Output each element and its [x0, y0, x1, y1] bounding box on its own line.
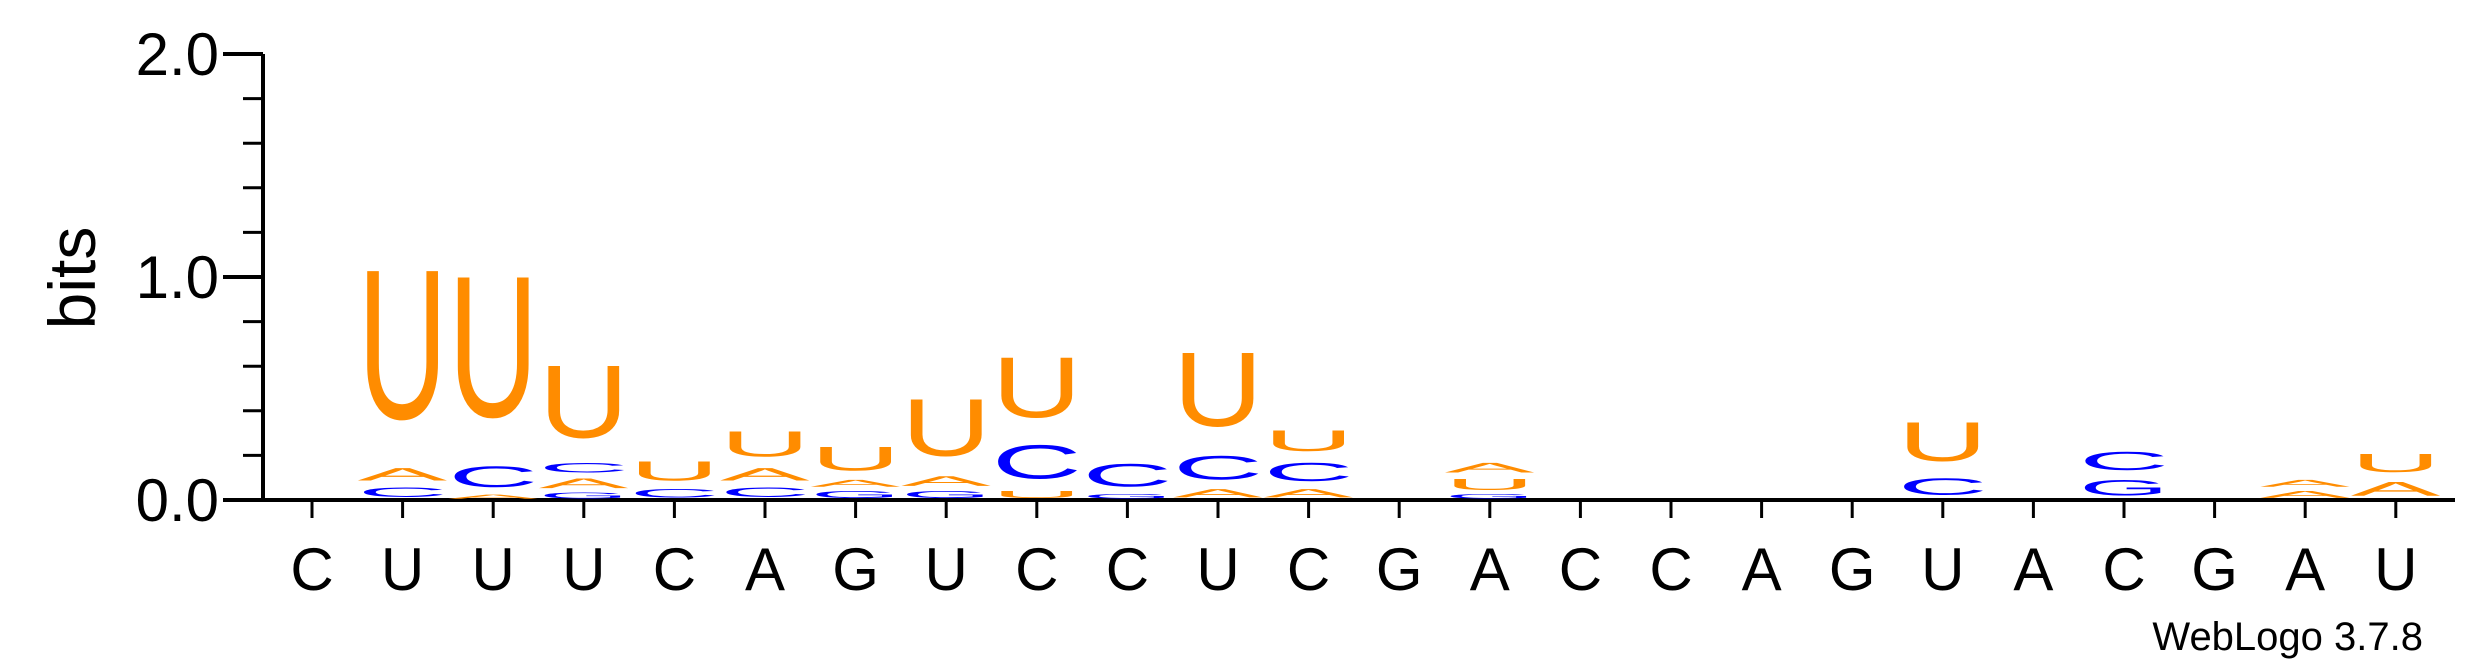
logo-letter-u: U: [720, 424, 810, 464]
logo-letter-g: G: [2079, 475, 2169, 500]
logo-letter-c: C: [1264, 458, 1354, 487]
position-label: U: [2374, 536, 2417, 603]
logo-letter-a: A: [720, 464, 810, 484]
logo-letter-a: A: [811, 478, 901, 489]
logo-letter-g: G: [1082, 493, 1172, 500]
position-label: A: [2013, 536, 2053, 603]
position-label: G: [1829, 536, 1876, 603]
logo-letter-u: U: [448, 233, 538, 459]
position-label: U: [472, 536, 515, 603]
logo-letter-u: U: [1264, 424, 1354, 457]
logo-letter-a: A: [2260, 478, 2350, 489]
logo-letter-c: C: [358, 484, 448, 500]
y-tick-label: 1.0: [136, 244, 219, 311]
position-label: C: [1559, 536, 1602, 603]
logo-letter-u: U: [901, 383, 991, 474]
logo-letter-u: U: [2351, 449, 2441, 478]
position-label: G: [832, 536, 879, 603]
axes: 0.0 1.0 2.0: [136, 21, 2455, 534]
logo-letter-g: G: [811, 489, 901, 500]
logo-letter-a: A: [2351, 478, 2441, 500]
position-label: U: [925, 536, 968, 603]
logo-letter-a: A: [358, 464, 448, 484]
logo-letter-u: U: [539, 344, 629, 460]
position-label: C: [1287, 536, 1330, 603]
logo-letter-a: A: [901, 473, 991, 489]
logo-letter-a: A: [539, 476, 629, 492]
logo-letter-c: C: [1898, 473, 1988, 500]
logo-letter-c: C: [2079, 447, 2169, 476]
logo-letter-u: U: [629, 455, 719, 486]
logo-letter-g: G: [539, 491, 629, 500]
position-label: U: [381, 536, 424, 603]
position-label: U: [562, 536, 605, 603]
logo-letter-u: U: [358, 225, 448, 465]
position-label: C: [1106, 536, 1149, 603]
position-label: G: [2191, 536, 2238, 603]
logo-letter-g: G: [1445, 493, 1535, 500]
logo-letter-c: C: [448, 460, 538, 493]
position-label: C: [1015, 536, 1058, 603]
position-label: A: [1470, 536, 1510, 603]
position-label: U: [1196, 536, 1239, 603]
logo-letter-c: C: [1082, 458, 1172, 494]
logo-letter-c: C: [539, 460, 629, 476]
logo-letter-c: C: [629, 487, 719, 500]
logo-letter-u: U: [1445, 475, 1535, 493]
logo-letter-u: U: [992, 339, 1082, 435]
position-label: C: [1649, 536, 1692, 603]
logo-letter-u: U: [1173, 330, 1263, 449]
logo-letter-a: A: [1173, 487, 1263, 500]
position-label: U: [1921, 536, 1964, 603]
logo-letter-u: U: [811, 440, 901, 478]
position-label: A: [745, 536, 785, 603]
logo-letter-a: A: [448, 493, 538, 500]
logo-letter-g: G: [901, 489, 991, 500]
weblogo-credit: WebLogo 3.7.8: [2152, 615, 2423, 659]
y-tick-label: 0.0: [136, 467, 219, 534]
logo-letter-c: C: [992, 436, 1082, 489]
position-label: C: [290, 536, 333, 603]
logo-letter-u: U: [1898, 411, 1988, 473]
y-axis-label: bits: [35, 227, 109, 330]
logo-letter-a: A: [2260, 489, 2350, 500]
logo-letter-u: U: [992, 489, 1082, 500]
logo-letter-a: A: [1445, 460, 1535, 476]
position-label: A: [1742, 536, 1782, 603]
y-tick-label: 2.0: [136, 21, 219, 88]
position-label: G: [1376, 536, 1423, 603]
position-label: C: [2102, 536, 2145, 603]
position-label: A: [2285, 536, 2325, 603]
logo-letter-c: C: [720, 484, 810, 500]
position-label: C: [653, 536, 696, 603]
logo-letter-c: C: [1173, 449, 1263, 487]
logo-letter-a: A: [1264, 487, 1354, 500]
